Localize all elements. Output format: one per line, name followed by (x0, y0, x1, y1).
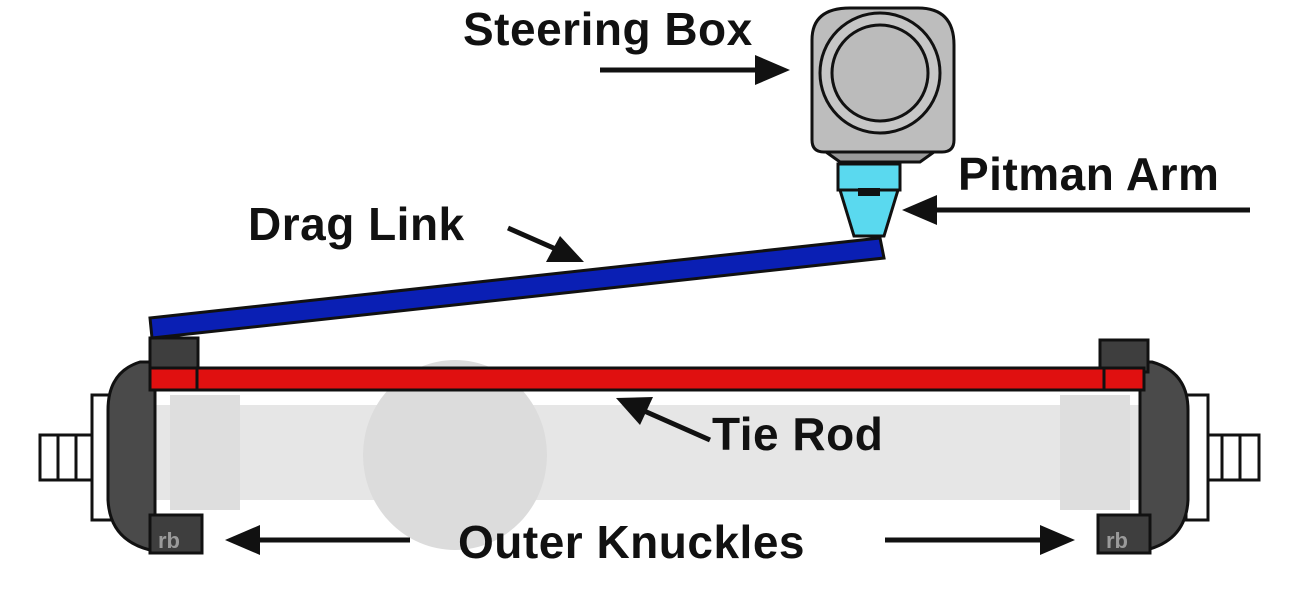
label-pitman-arm: Pitman Arm (958, 148, 1219, 200)
label-tie-rod: Tie Rod (712, 408, 883, 460)
tie-rod (148, 366, 1146, 392)
axle-housing (150, 360, 1140, 550)
pitman-arm (836, 162, 902, 238)
label-drag-link: Drag Link (248, 198, 465, 250)
right-knuckle (1096, 338, 1261, 555)
label-steering-box: Steering Box (463, 3, 753, 55)
knuckle-mark-left: rb (158, 528, 180, 553)
steering-box (810, 6, 956, 164)
drag-link (148, 236, 886, 340)
left-knuckle (38, 336, 204, 555)
knuckle-mark-right: rb (1106, 528, 1128, 553)
label-outer-knuckles: Outer Knuckles (458, 516, 805, 568)
arrow-icon (225, 55, 1250, 555)
